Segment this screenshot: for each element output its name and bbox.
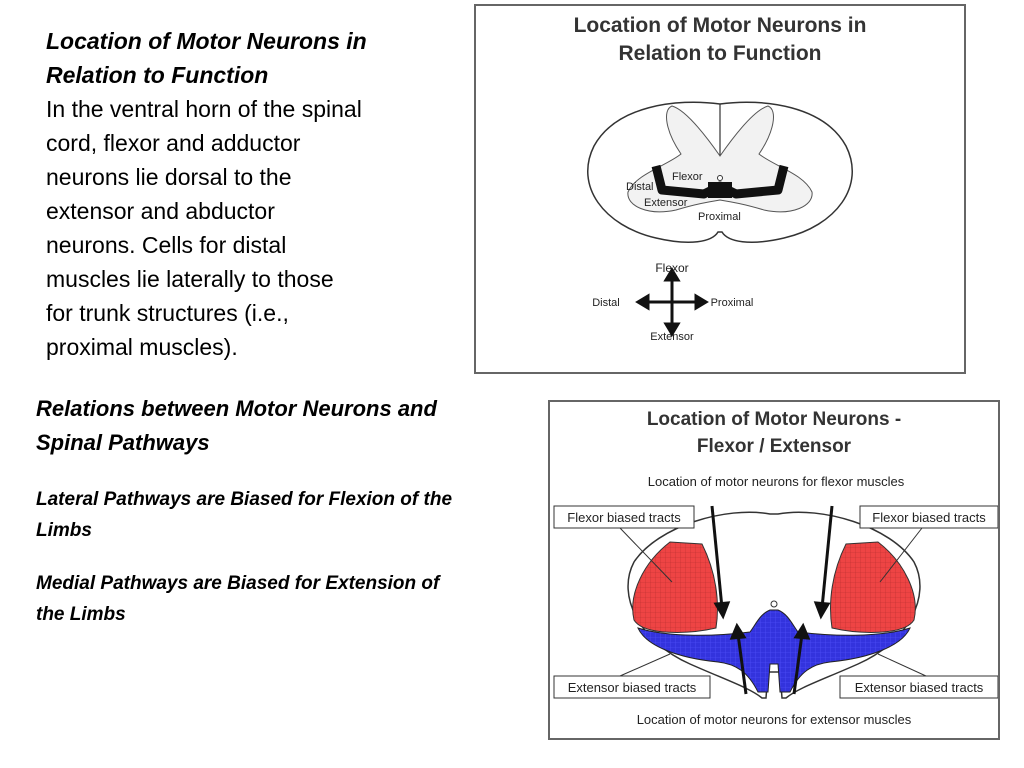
section1-body-line: proximal muscles). [46,334,238,360]
figure1-title-line2: Relation to Function [618,42,822,65]
section1-body-line: In the ventral horn of the spinal [46,96,362,122]
extensor-arrows [729,622,811,695]
medial-line2: the Limbs [36,604,126,625]
figure-motor-neuron-location: Location of Motor Neurons in Relation to… [474,4,966,374]
svg-text:Extensor biased tracts: Extensor biased tracts [855,680,984,695]
central-canal [717,175,723,181]
flexor-label-left: Flexor biased tracts [553,505,695,583]
section1-body-line: neurons. Cells for distal [46,232,287,258]
flexor-region-left [632,541,718,633]
svg-text:Flexor biased tracts: Flexor biased tracts [567,510,681,525]
section2-heading-line1: Relations between Motor Neurons and [36,396,437,421]
figure-flexor-extensor: Location of Motor Neurons - Flexor / Ext… [548,400,1000,740]
label-proximal: Proximal [698,211,741,223]
medial-pathways-text: Medial Pathways are Biased for Extension… [36,568,536,630]
label-flexor: Flexor [672,171,703,183]
top-caption: Location of motor neurons for flexor mus… [648,474,905,489]
compass-proximal: Proximal [711,297,754,309]
direction-compass [635,267,709,337]
section1-body-line: for trunk structures (i.e., [46,300,289,326]
central-canal-2 [770,600,778,608]
compass-flexor: Flexor [655,261,688,275]
medial-line1: Medial Pathways are Biased for Extension… [36,573,440,594]
gray-matter [627,105,813,213]
figure1-diagram: Flexor Distal Extensor Proximal Flexor D… [587,101,853,343]
figure2-title-line1: Location of Motor Neurons - [646,409,902,430]
figure1-title-line1: Location of Motor Neurons in [573,14,867,37]
section2-heading-line2: Spinal Pathways [36,430,210,455]
extensor-label-left: Extensor biased tracts [553,653,711,699]
section1-body-line: extensor and abductor [46,198,275,224]
top-text-block: Location of Motor Neurons in Relation to… [46,24,426,364]
flexor-label-right: Flexor biased tracts [859,505,998,583]
section1-body-line: cord, flexor and adductor [46,130,301,156]
lateral-pathways-text: Lateral Pathways are Biased for Flexion … [36,484,536,546]
label-extensor: Extensor [644,197,688,209]
figure2-title-line2: Flexor / Extensor [696,436,852,457]
label-distal: Distal [626,181,654,193]
flexor-arrows [710,505,834,620]
section1-body-line: muscles lie laterally to those [46,266,334,292]
figure1-title: Location of Motor Neurons in Relation to… [476,12,964,68]
figure2-diagram: Location of motor neurons for flexor mus… [553,474,998,727]
section1-body-line: neurons lie dorsal to the [46,164,292,190]
svg-text:Flexor biased tracts: Flexor biased tracts [872,510,986,525]
bottom-caption: Location of motor neurons for extensor m… [637,712,912,727]
section1-heading-line2: Relation to Function [46,62,269,88]
compass-distal: Distal [592,297,620,309]
compass-extensor: Extensor [650,331,694,343]
section2-heading: Relations between Motor Neurons and Spin… [36,392,516,460]
central-canal-block [708,182,732,198]
lateral-line2: Limbs [36,520,92,541]
lateral-line1: Lateral Pathways are Biased for Flexion … [36,489,453,510]
extensor-label-right: Extensor biased tracts [839,653,998,699]
section1-heading-line1: Location of Motor Neurons in [46,28,367,54]
extensor-region [637,609,911,693]
figure2-title: Location of Motor Neurons - Flexor / Ext… [550,406,998,460]
svg-text:Extensor biased tracts: Extensor biased tracts [568,680,697,695]
